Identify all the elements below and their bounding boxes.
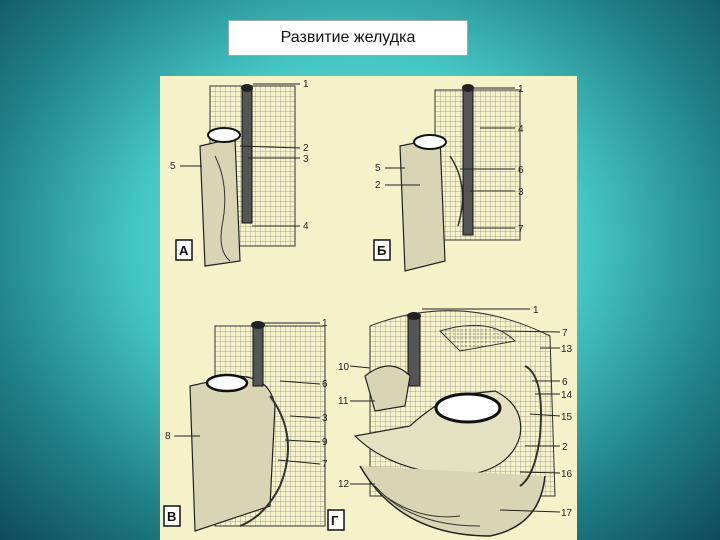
callout-label: 1	[533, 305, 539, 316]
callout-label: 2	[375, 180, 381, 191]
callout-label: 17	[561, 508, 573, 519]
callout-label: 9	[322, 437, 328, 448]
panel-letter: Б	[377, 243, 386, 258]
callout-label: 3	[518, 187, 524, 198]
panel-letter: Г	[331, 513, 339, 528]
panel-b: Б 1 4 5 6 2 3 7	[373, 84, 524, 272]
callout-label: 1	[322, 318, 328, 329]
slide-title: Развитие желудка	[228, 20, 468, 56]
callout-label: 8	[165, 431, 171, 442]
stomach-development-figure: А 1 2 3 5 4 Б 1 4 5 6	[160, 76, 577, 540]
callout-label: 6	[518, 165, 524, 176]
callout-label: 7	[562, 328, 568, 339]
callout-label: 16	[561, 469, 573, 480]
callout-label: 5	[375, 163, 381, 174]
callout-label: 10	[338, 362, 350, 373]
callout-label: 1	[518, 84, 524, 95]
callout-label: 1	[303, 79, 309, 90]
callout-label: 5	[170, 161, 176, 172]
panel-g: Г 1 7 13 10 6 14 11 15 2 16 12 17	[327, 305, 573, 537]
panel-v: В 1 6 8 3 9 7	[163, 318, 328, 532]
callout-label: 6	[322, 379, 328, 390]
callout-label: 2	[303, 143, 309, 154]
callout-label: 4	[518, 124, 524, 135]
callout-label: 3	[303, 154, 309, 165]
callout-label: 14	[561, 390, 573, 401]
callout-label: 3	[322, 413, 328, 424]
callout-label: 4	[303, 221, 309, 232]
callout-label: 6	[562, 377, 568, 388]
anatomy-illustration: А 1 2 3 5 4 Б 1 4 5 6	[163, 79, 573, 537]
panel-letter: В	[167, 509, 176, 524]
callout-label: 7	[322, 459, 328, 470]
callout-label: 15	[561, 412, 573, 423]
panel-a: А 1 2 3 5 4	[170, 79, 309, 267]
callout-label: 2	[562, 442, 568, 453]
callout-label: 13	[561, 344, 573, 355]
callout-label: 11	[338, 396, 349, 407]
callout-label: 7	[518, 224, 524, 235]
panel-letter: А	[179, 243, 189, 258]
callout-label: 12	[338, 479, 350, 490]
